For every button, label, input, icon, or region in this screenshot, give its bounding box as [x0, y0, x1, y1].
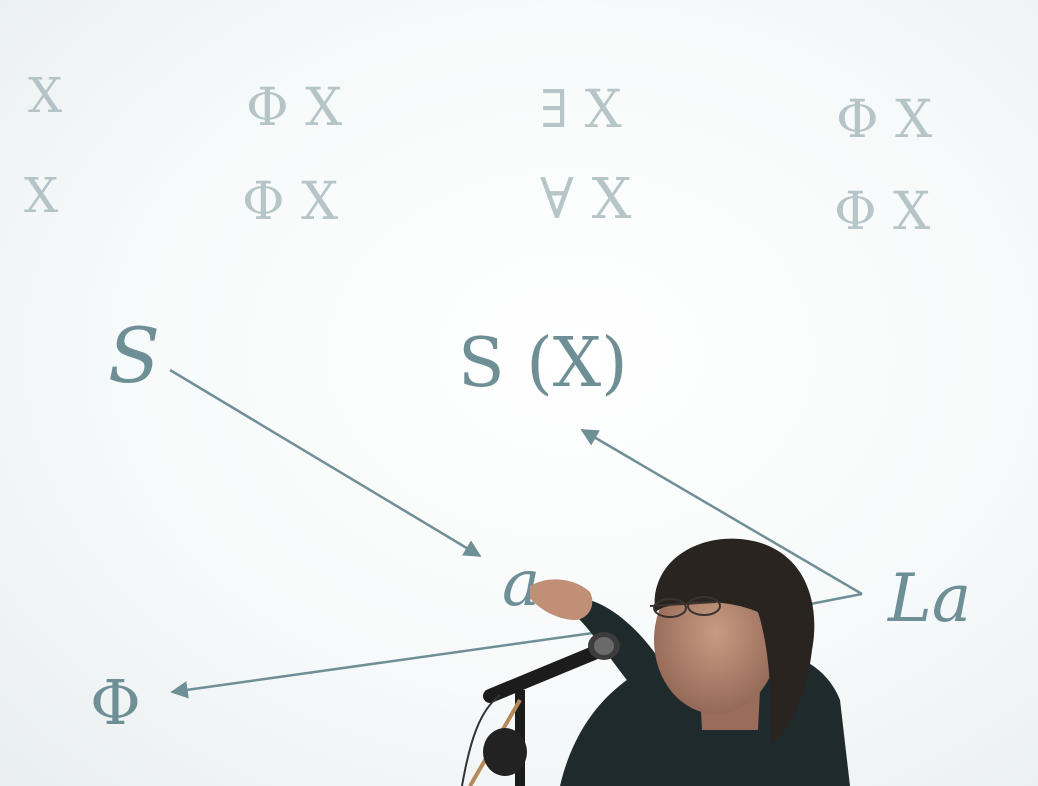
- microphone: [490, 632, 620, 696]
- arrow-s-to-a: [170, 370, 480, 556]
- mic-stand: [462, 690, 527, 786]
